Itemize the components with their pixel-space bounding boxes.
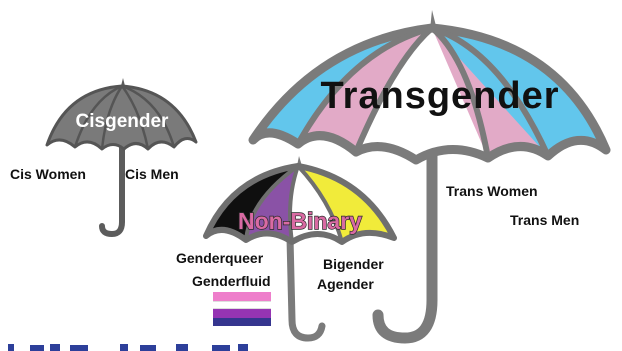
cisgender-umbrella-handle [102,140,122,234]
transgender-umbrella-handle [378,150,432,338]
flag-stripe-pink [213,292,271,301]
flag-stripe-navy [213,318,271,327]
trans-women-label: Trans Women [446,183,538,199]
cis-women-label: Cis Women [10,166,86,182]
cropped-text-fragment [8,344,248,351]
cisgender-umbrella: Cisgender [47,78,196,234]
genderqueer-label: Genderqueer [176,250,264,266]
flag-stripe-white [213,301,271,310]
cisgender-title: Cisgender [76,111,170,132]
genderfluid-label: Genderfluid [192,273,271,289]
bigender-label: Bigender [323,256,384,272]
transgender-title: Transgender [320,75,559,117]
genderfluid-flag [213,292,271,326]
agender-label: Agender [317,276,374,292]
flag-stripe-purple [213,309,271,318]
trans-men-label: Trans Men [510,212,579,228]
cis-men-label: Cis Men [125,166,179,182]
non-binary-title: Non-Binary [238,208,362,234]
